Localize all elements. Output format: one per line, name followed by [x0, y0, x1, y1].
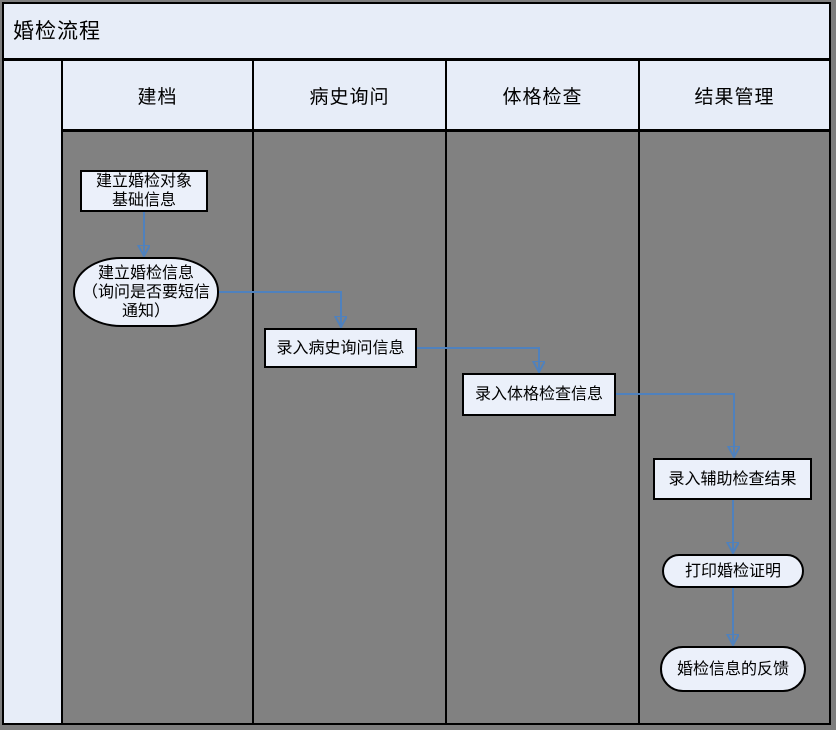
lane-header-history-inquiry: 病史询问: [309, 86, 390, 108]
node-feedback: 婚检信息的反馈: [660, 646, 806, 692]
node-create-basic-info: 建立婚检对象 基础信息: [80, 170, 208, 212]
node-print-certificate: 打印婚检证明: [662, 554, 804, 588]
title-separator: [4, 58, 829, 61]
node-create-marriage-check-info: 建立婚检信息 （询问是否要短信 通知）: [73, 257, 219, 327]
lane-divider-2: [252, 61, 254, 723]
lane-body-filing: [63, 132, 252, 723]
lane-body-result-management: [640, 132, 829, 723]
lane-body-history-inquiry: [254, 132, 445, 723]
lane-divider-1: [61, 61, 63, 723]
node-enter-physical-exam-info: 录入体格检查信息: [462, 373, 616, 416]
diagram-title: 婚检流程: [13, 19, 101, 43]
lane-header-physical-exam: 体格检查: [502, 86, 583, 108]
lane-header-result-management: 结果管理: [694, 86, 775, 108]
lane-divider-3: [445, 61, 447, 723]
lane-divider-4: [638, 61, 640, 723]
lane-body-physical-exam: [447, 132, 638, 723]
node-enter-history-info: 录入病史询问信息: [264, 328, 417, 368]
node-enter-auxiliary-results: 录入辅助检查结果: [653, 458, 812, 500]
lane-header-filing: 建档: [137, 86, 178, 108]
